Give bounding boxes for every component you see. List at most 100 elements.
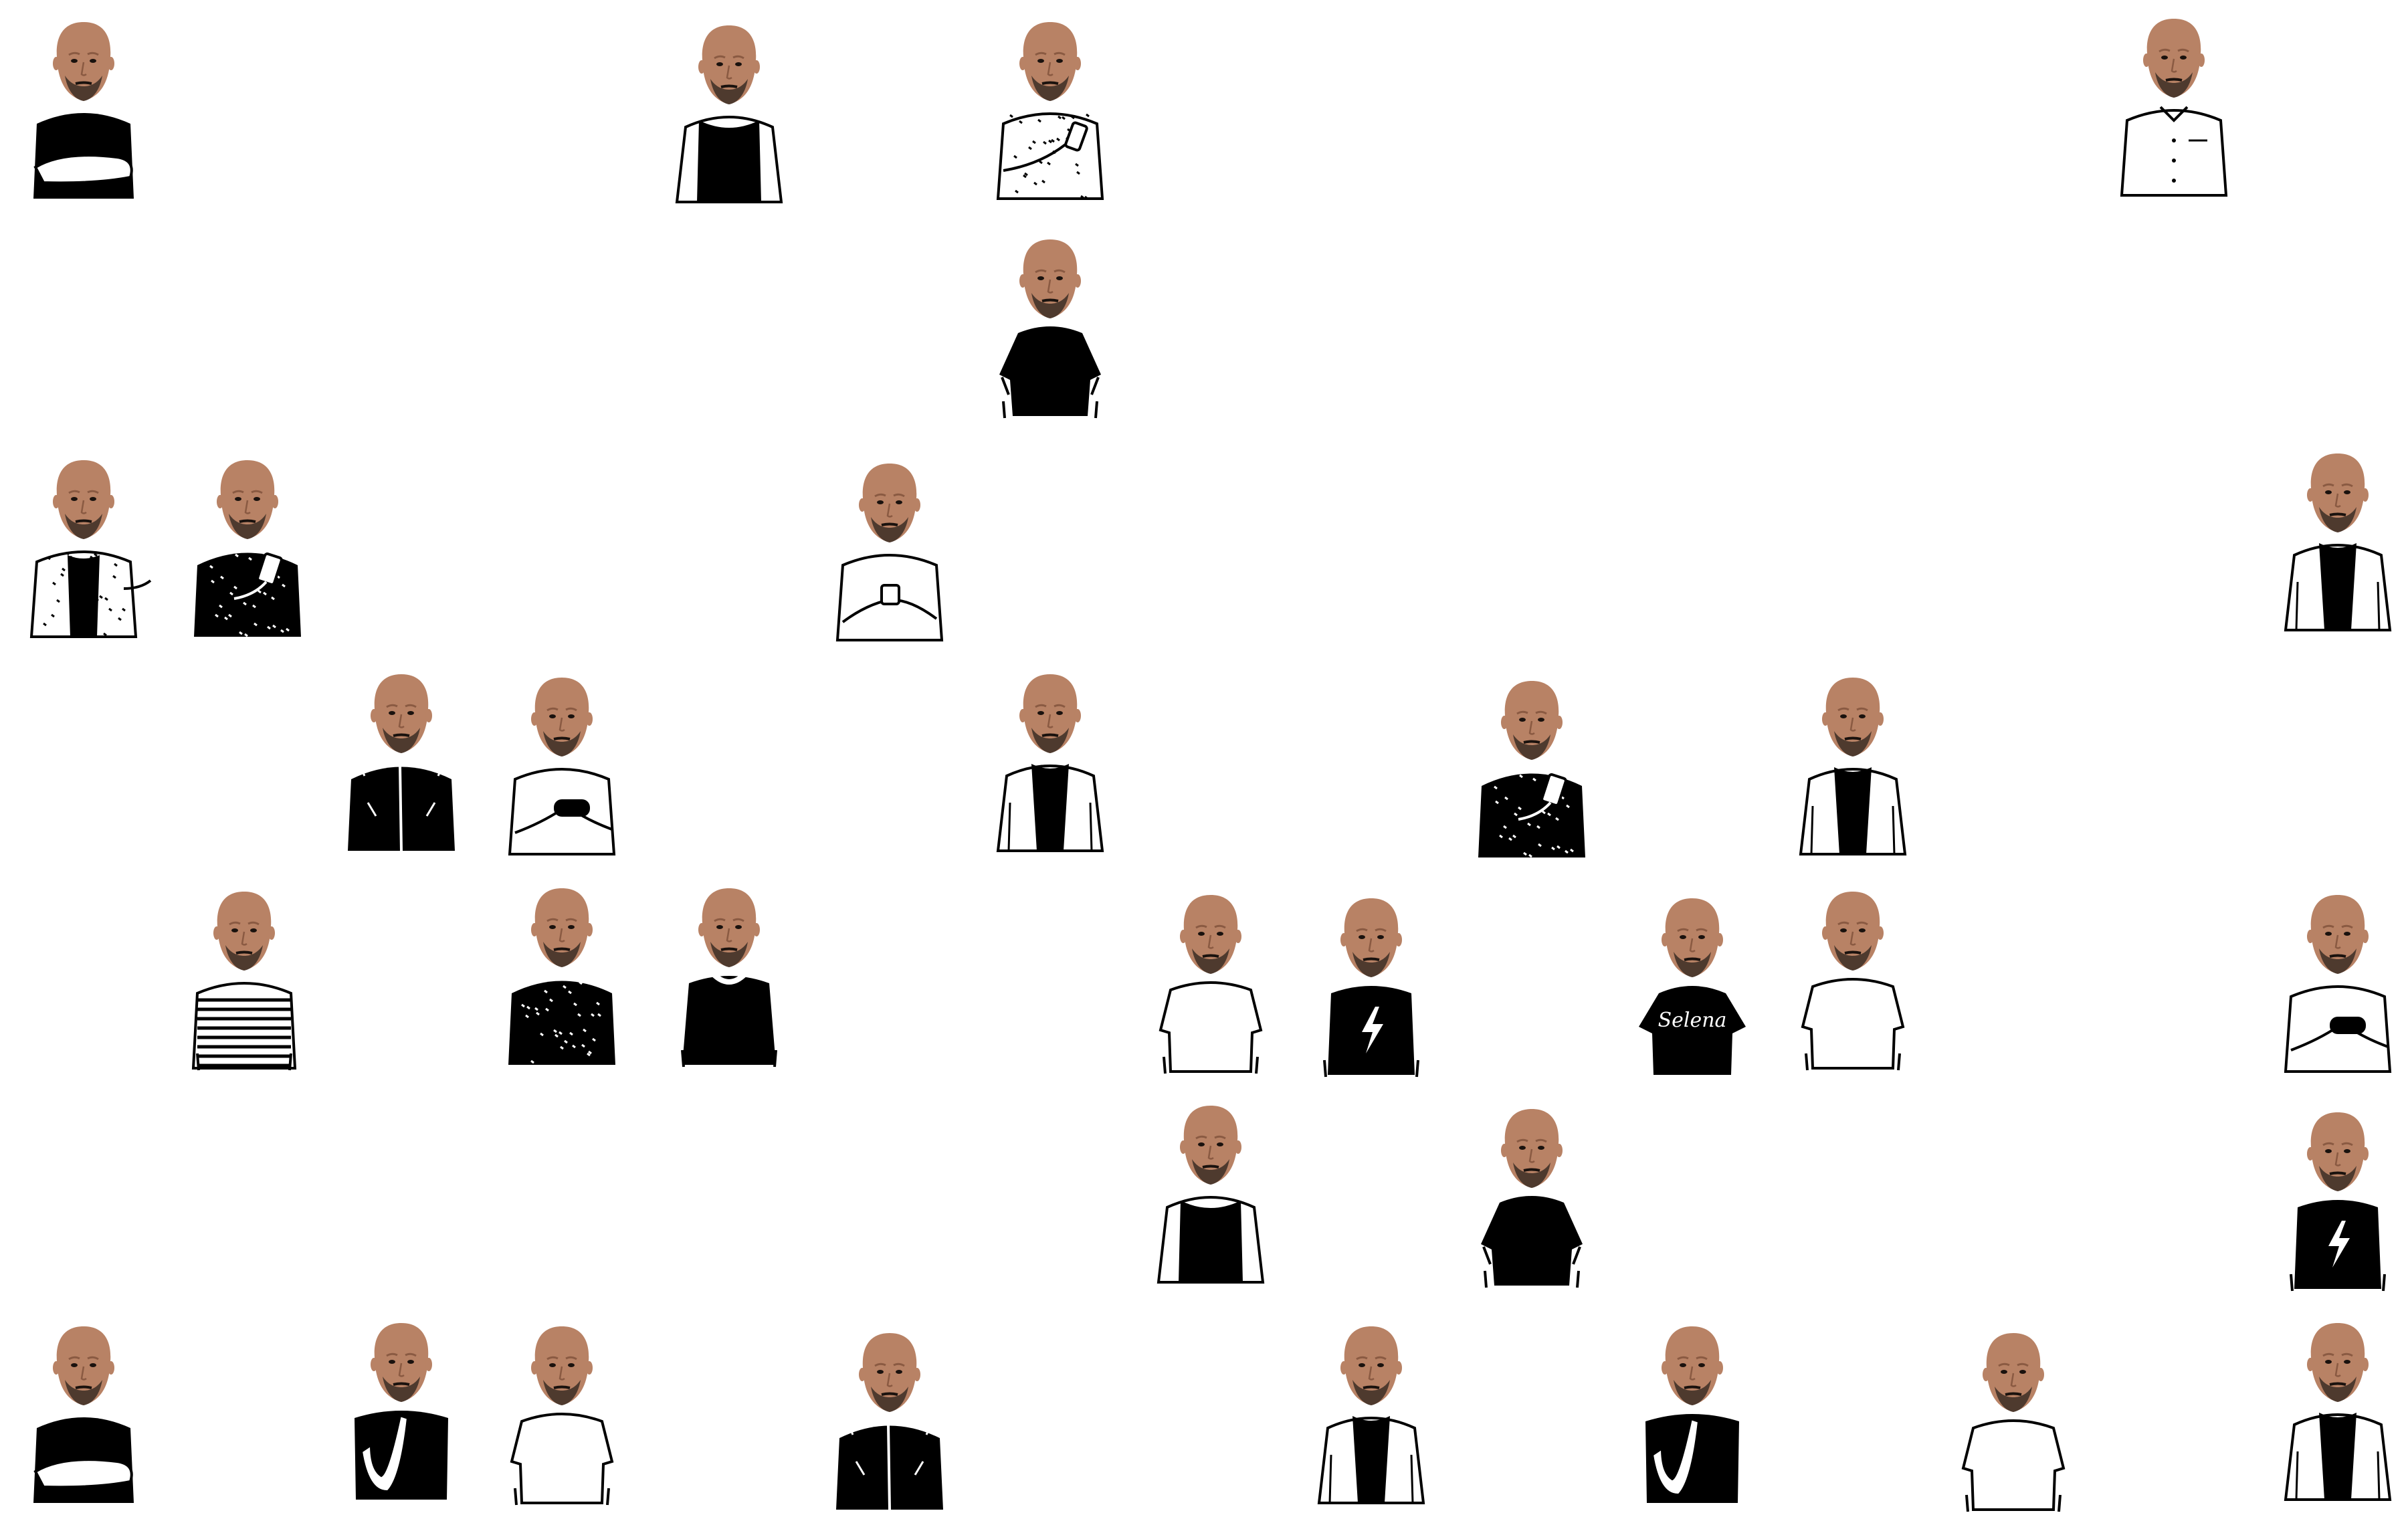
avatar-sticker-black-lightning-tee [2278, 1107, 2398, 1294]
avatar-illustration [2284, 895, 2392, 1073]
avatar-illustration [1317, 1326, 1425, 1504]
face [1662, 1326, 1723, 1405]
face [53, 22, 114, 101]
avatar-sticker-white-tee [1150, 890, 1271, 1077]
avatar-sticker-white-jacket-black-tee [2278, 1318, 2398, 1505]
face [1822, 892, 1884, 971]
avatar-sticker-white-button-shirt [2114, 13, 2234, 201]
avatar-illustration [1159, 895, 1263, 1074]
face [1180, 895, 1241, 974]
avatar-sticker-white-jacket-black-tee [990, 669, 1110, 856]
face [1340, 1326, 1402, 1405]
avatar-sticker-black-dotted-sweater-phone [187, 455, 308, 642]
avatar-illustration [194, 460, 301, 637]
avatar-sticker-white-jacket-black-tee [1793, 672, 1913, 859]
avatar-illustration [1961, 1333, 2066, 1512]
face [2307, 895, 2369, 974]
face [859, 1333, 920, 1412]
avatar-sticker-black-zip-jacket [341, 669, 462, 856]
avatar-illustration [836, 1333, 943, 1510]
avatar-illustration [33, 1326, 134, 1503]
avatar-sticker-white-shirt-gamepad [2278, 890, 2398, 1077]
avatar-illustration: Selena [1639, 898, 1746, 1075]
face [1340, 898, 1402, 977]
avatar-illustration [996, 22, 1104, 200]
avatar-sticker-black-tee-arms-crossed [23, 17, 144, 204]
avatar-sticker-white-jacket-black-tee [2278, 448, 2398, 635]
face [531, 1326, 593, 1405]
face [53, 460, 114, 539]
face [371, 1323, 432, 1402]
face [53, 1326, 114, 1405]
avatar-illustration [29, 460, 152, 638]
face [1019, 674, 1081, 753]
avatar-illustration [508, 888, 615, 1065]
face [1662, 898, 1723, 977]
face [1822, 678, 1884, 756]
avatar-illustration [2284, 453, 2392, 631]
avatar-sticker-black-lightning-tee [1311, 893, 1431, 1080]
avatar-illustration [1801, 892, 1905, 1071]
avatar-illustration [2290, 1112, 2386, 1292]
avatar-sticker-white-shirt-gamepad [502, 672, 622, 859]
avatar-sticker-white-shirt-cup [829, 458, 950, 645]
avatar-sticker-black-tee-thinking [341, 1318, 462, 1505]
avatar-illustration [1481, 1109, 1583, 1288]
avatar-illustration [681, 888, 777, 1068]
avatar-sticker-black-dotted-sweater-phone [1472, 676, 1592, 863]
avatar-illustration [1645, 1326, 1739, 1503]
avatar-illustration [999, 239, 1101, 419]
avatar-sticker-white-jacket-black-vest [669, 20, 789, 207]
avatar-illustration [2284, 1323, 2392, 1501]
face [2307, 1112, 2369, 1191]
avatar-illustration [1799, 678, 1907, 855]
avatar-sticker-white-tee [1793, 886, 1913, 1074]
avatar-illustration [1478, 681, 1585, 858]
face [698, 888, 760, 967]
face [1501, 681, 1563, 760]
face [2143, 19, 2205, 98]
face [1019, 239, 1081, 318]
face [217, 460, 278, 539]
avatar-illustration [510, 1326, 614, 1506]
avatar-sticker-white-tee [502, 1321, 622, 1508]
face [2307, 453, 2369, 532]
avatar-sticker-black-dotted-sweater [502, 883, 622, 1070]
avatar-sticker-dotted-cardigan-pointing [23, 455, 152, 642]
avatar-illustration [1323, 898, 1419, 1078]
face [531, 888, 593, 967]
avatar-illustration [348, 674, 455, 851]
avatar-illustration [508, 678, 616, 855]
avatar-illustration [996, 674, 1104, 852]
face [1501, 1109, 1563, 1188]
avatar-illustration [2120, 19, 2228, 197]
face [859, 464, 920, 542]
avatar-illustration [835, 464, 944, 641]
face [531, 678, 593, 756]
face [1983, 1333, 2044, 1412]
avatar-sticker-black-logo-tee: Selena [1632, 893, 1752, 1080]
avatar-illustration [33, 22, 134, 199]
face [2307, 1323, 2369, 1402]
avatar-sticker-black-tee-arms-crossed [23, 1321, 144, 1508]
face [213, 892, 275, 971]
avatar-sticker-patterned-shirt-phone [990, 17, 1110, 204]
face [371, 674, 432, 753]
face [698, 25, 760, 104]
avatar-sticker-black-tee-thinking [1632, 1321, 1752, 1508]
face [1180, 1106, 1241, 1185]
shirt-logo-text: Selena [1658, 1009, 1727, 1032]
avatar-sticker-white-jacket-black-vest [1150, 1100, 1271, 1288]
avatar-sticker-white-jacket-black-tee [1311, 1321, 1431, 1508]
avatar-sticker-black-zip-jacket [829, 1328, 950, 1515]
face [1019, 22, 1081, 101]
avatar-sticker-black-tee [990, 234, 1110, 421]
avatar-illustration [1157, 1106, 1265, 1284]
avatar-sticker-white-tee [1953, 1328, 2074, 1515]
avatar-sticker-black-tee [1472, 1104, 1592, 1291]
avatar-sticker-striped-shirt [184, 886, 304, 1074]
avatar-illustration [191, 892, 297, 1071]
avatar-illustration [355, 1323, 448, 1500]
avatar-sticker-black-tee-white-collar [669, 883, 789, 1070]
